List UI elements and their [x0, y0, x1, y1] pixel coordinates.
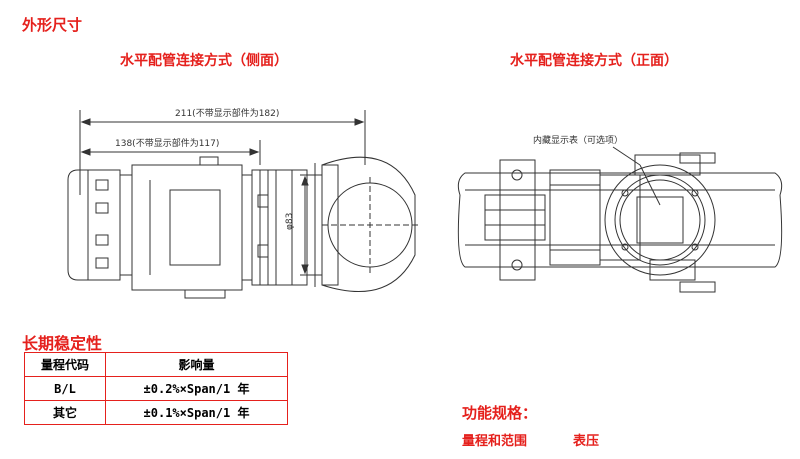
- cell-range-code: B/L: [24, 376, 106, 401]
- front-view-drawing: 内藏显示表（可选项）: [457, 134, 783, 293]
- table-row: B/L ±0.2%×Span/1 年: [24, 376, 288, 401]
- function-range-value: 表压: [573, 434, 600, 449]
- side-view-drawing: 211(不带显示部件为182) 138(不带显示部件为117) φ83: [67, 107, 418, 299]
- header-effect: 影响量: [105, 352, 288, 377]
- stability-title: 长期稳定性: [22, 334, 103, 353]
- table-header-row: 量程代码 影响量: [24, 352, 288, 377]
- table-row: 其它 ±0.1%×Span/1 年: [24, 400, 288, 425]
- cell-effect: ±0.1%×Span/1 年: [105, 400, 288, 425]
- front-view-title: 水平配管连接方式（正面）: [510, 53, 678, 69]
- section-title-dimensions: 外形尺寸: [22, 16, 83, 34]
- stability-table: 量程代码 影响量 B/L ±0.2%×Span/1 年 其它 ±0.1%×Spa…: [24, 352, 288, 425]
- callout-display: 内藏显示表（可选项）: [533, 134, 623, 146]
- dim-label-overall: 211(不带显示部件为182): [175, 107, 279, 119]
- function-spec-title: 功能规格：: [462, 404, 538, 422]
- cell-effect: ±0.2%×Span/1 年: [105, 376, 288, 401]
- function-range-label: 量程和范围: [462, 434, 528, 449]
- cell-range-code: 其它: [24, 400, 106, 425]
- header-range-code: 量程代码: [24, 352, 106, 377]
- dim-label-diameter: φ83: [285, 213, 295, 230]
- side-view-title: 水平配管连接方式（侧面）: [120, 53, 288, 69]
- dim-label-body: 138(不带显示部件为117): [115, 137, 219, 149]
